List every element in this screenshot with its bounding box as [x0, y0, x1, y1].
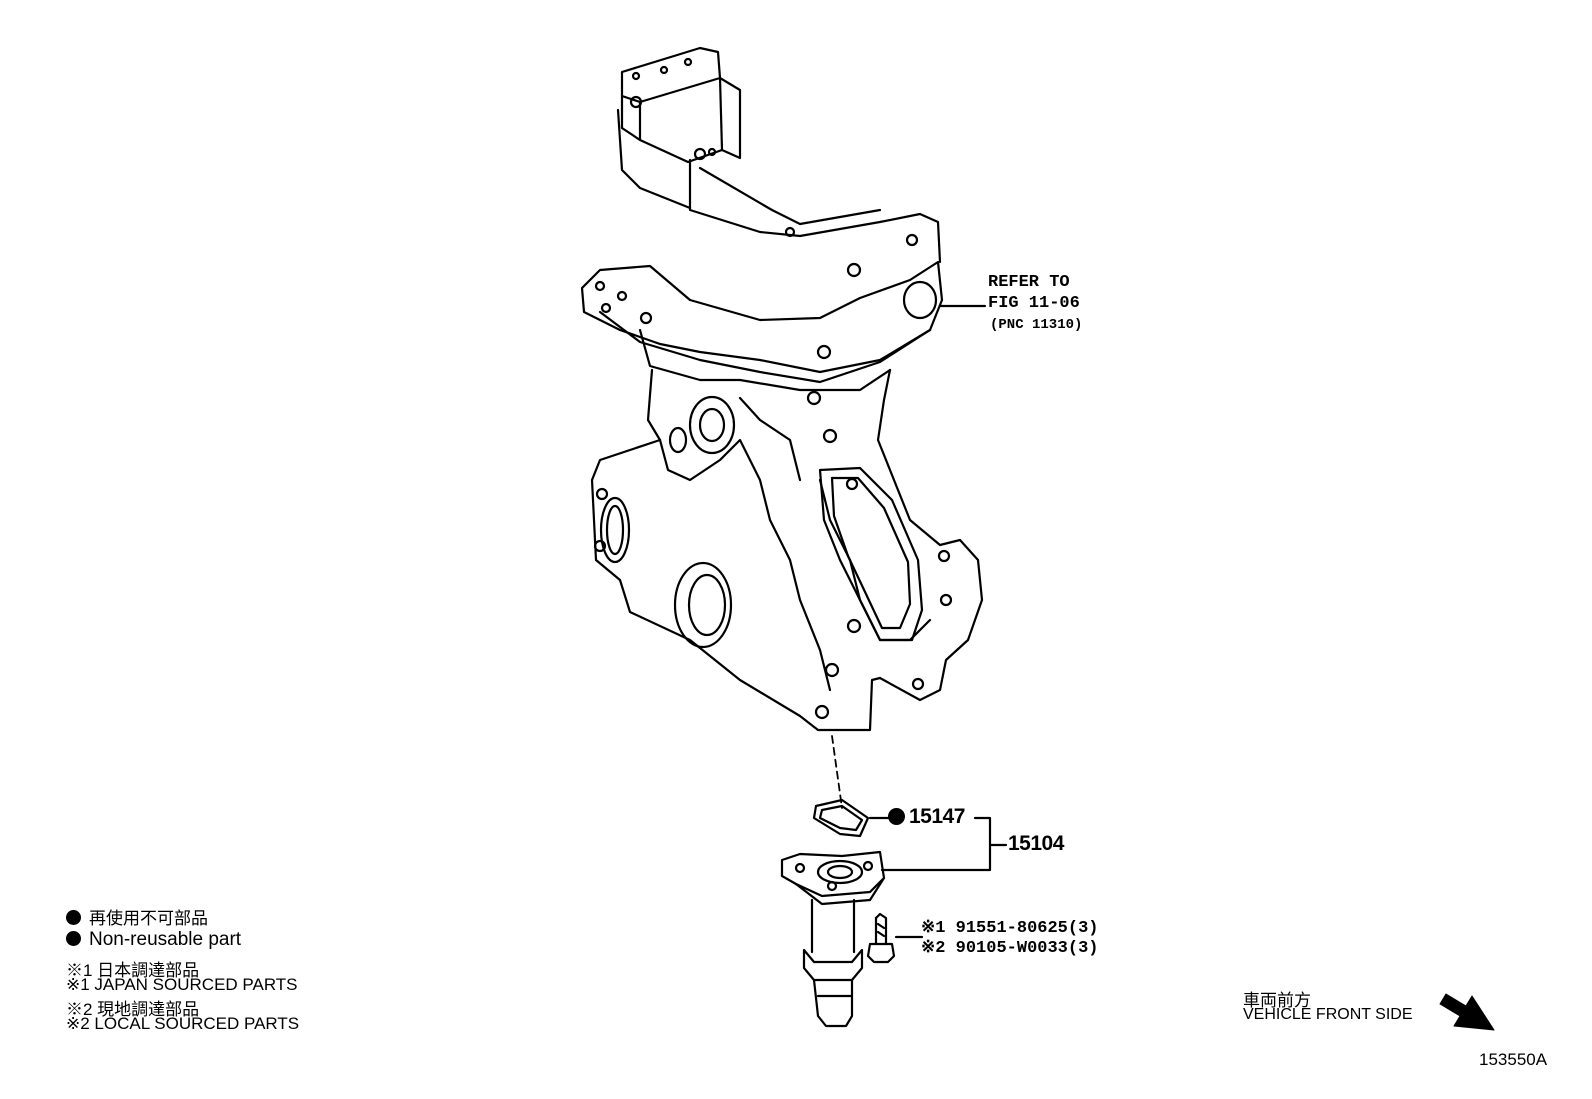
bolt-callout-2[interactable]: ※2 90105-W0033(3): [921, 937, 1098, 958]
legend-japan-jp: ※1 日本調達部品: [66, 961, 200, 980]
alignment-dashed-line: [831, 735, 843, 809]
filled-circle-icon: [66, 931, 81, 946]
reference-line-2[interactable]: FIG 11-06: [988, 294, 1080, 313]
legend-local-jp: ※2 現地調達部品: [66, 1000, 200, 1019]
bracket-leader-lines: [880, 816, 1008, 872]
japan-sourced-mark: ※1: [921, 919, 946, 938]
filled-circle-icon: [66, 910, 81, 925]
timing-chain-cover-drawing: [580, 46, 984, 732]
callout-15147-label: 15147: [909, 805, 965, 828]
water-inlet-drawing: [780, 850, 886, 1028]
vehicle-front-jp: 車両前方: [1243, 991, 1311, 1010]
callout-15104[interactable]: 15104: [1008, 832, 1064, 855]
vehicle-front-en: VEHICLE FRONT SIDE: [1243, 1006, 1413, 1023]
legend-nonreusable-jp-text: 再使用不可部品: [89, 909, 208, 928]
figure-id: 153550A: [1479, 1050, 1548, 1069]
legend-nonreusable-jp: 再使用不可部品: [66, 904, 208, 929]
arrow-down-right-icon: [1439, 993, 1495, 1031]
legend-japan-en: ※1 JAPAN SOURCED PARTS: [66, 975, 298, 994]
reference-line-3: (PNC 11310): [990, 317, 1083, 333]
gasket-drawing: [812, 798, 870, 838]
bolt-part-2: 90105-W0033(3): [955, 939, 1099, 958]
legend-nonreusable-en-text: Non-reusable part: [89, 929, 242, 950]
filled-circle-icon: [888, 808, 905, 825]
reference-line-1: REFER TO: [988, 273, 1070, 292]
bolt-drawing: [866, 912, 896, 964]
bolt-part-1: 91551-80625(3): [955, 919, 1099, 938]
local-sourced-mark: ※2: [921, 939, 946, 958]
legend-nonreusable-en: Non-reusable part: [66, 929, 241, 951]
bolt-callout-1[interactable]: ※1 91551-80625(3): [921, 917, 1098, 938]
callout-15147[interactable]: 15147: [888, 805, 965, 829]
legend-local-en: ※2 LOCAL SOURCED PARTS: [66, 1014, 300, 1033]
